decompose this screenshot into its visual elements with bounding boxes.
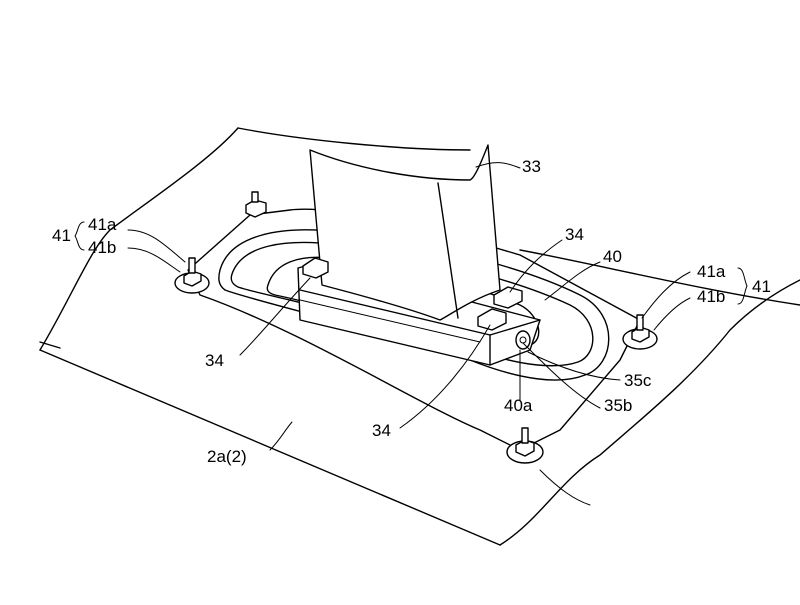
bolt-side-35 xyxy=(515,330,531,350)
label-40a: 40a xyxy=(504,396,533,415)
brace-41-right xyxy=(737,267,748,305)
label-41-left: 41 xyxy=(52,226,71,245)
leader-lines xyxy=(127,162,691,451)
label-41-right: 41 xyxy=(752,277,771,296)
fastener-right-rear xyxy=(622,314,658,350)
label-35b: 35b xyxy=(604,396,632,415)
label-40: 40 xyxy=(603,247,622,266)
fastener-front xyxy=(506,427,544,464)
label-41b-left: 41b xyxy=(88,238,116,257)
floor-panel xyxy=(39,127,800,546)
bolt-left xyxy=(302,257,329,279)
label-33: 33 xyxy=(522,157,541,176)
fastener-left-rear xyxy=(245,191,267,218)
label-34-right: 34 xyxy=(565,225,584,244)
bolt-upper-right xyxy=(493,286,523,309)
label-41a-left: 41a xyxy=(88,215,117,234)
label-34-bottom: 34 xyxy=(372,421,391,440)
label-34-left: 34 xyxy=(205,351,224,370)
brace-41-left xyxy=(74,221,85,251)
label-41b-right: 41b xyxy=(697,287,725,306)
bolt-front xyxy=(477,308,507,331)
label-41a-right: 41a xyxy=(697,262,726,281)
label-35c: 35c xyxy=(624,371,652,390)
label-2a: 2a(2) xyxy=(207,447,247,466)
fastener-left-front xyxy=(174,257,210,294)
pillar-33 xyxy=(309,144,501,321)
